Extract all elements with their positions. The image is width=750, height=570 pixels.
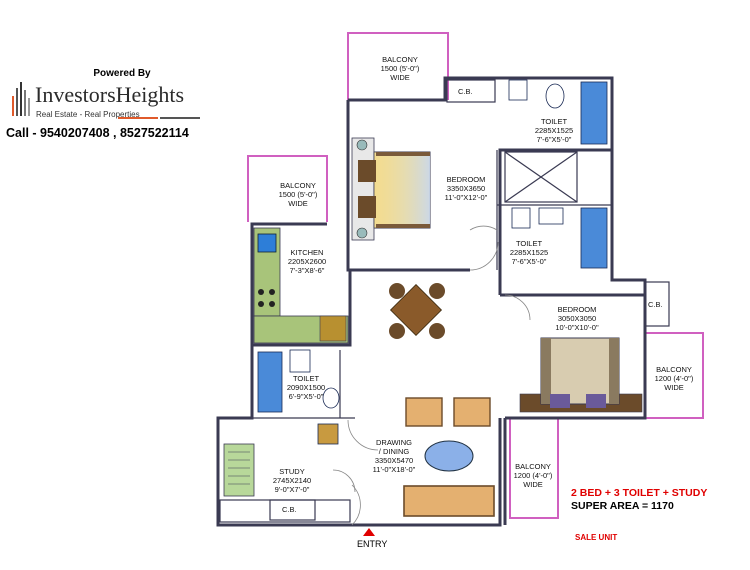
powered-by-label: Powered By	[93, 68, 151, 79]
entry-arrow-icon	[363, 528, 375, 536]
brand-tagline: Real Estate - Real Properties	[36, 110, 140, 119]
entry-label: ENTRY	[357, 539, 388, 549]
call-numbers: Call - 9540207408 , 8527522114	[6, 126, 189, 140]
cupboard-label-top: C.B.	[458, 87, 473, 96]
brand-name: InvestorsHeights	[35, 82, 185, 107]
cupboard-label-right: C.B.	[648, 300, 663, 309]
super-area: SUPER AREA = 1170	[571, 500, 674, 512]
investors-heights-logo-icon	[12, 82, 200, 119]
cupboard-label-study: C.B.	[282, 505, 297, 514]
sale-unit-label: SALE UNIT	[575, 533, 618, 542]
unit-configuration: 2 BED + 3 TOILET + STUDY	[571, 487, 708, 499]
